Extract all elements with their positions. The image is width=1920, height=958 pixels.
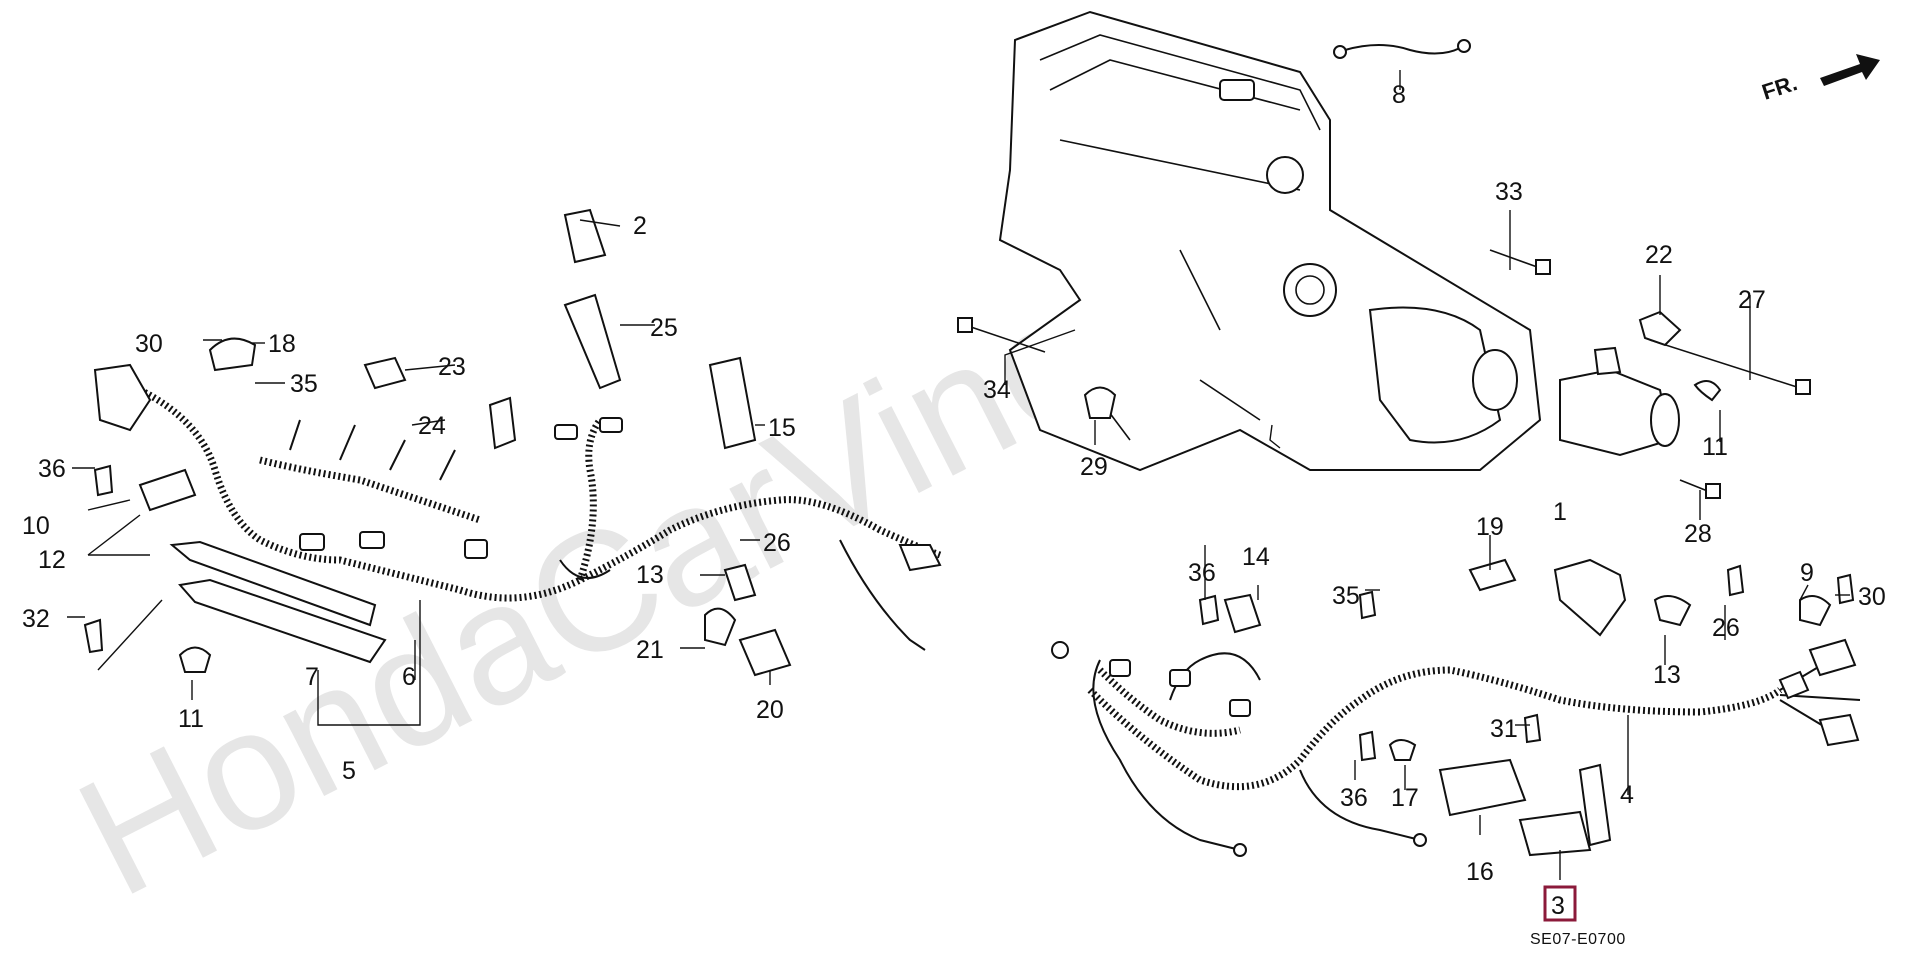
leader-lines xyxy=(67,70,1850,880)
callout-14[interactable]: 14 xyxy=(1242,543,1270,571)
callout-25[interactable]: 25 xyxy=(650,314,678,342)
callout-13-left[interactable]: 13 xyxy=(636,561,664,589)
callout-8[interactable]: 8 xyxy=(1392,81,1406,109)
callout-6[interactable]: 6 xyxy=(402,663,416,691)
callout-24[interactable]: 24 xyxy=(418,412,446,440)
callout-9[interactable]: 9 xyxy=(1800,559,1814,587)
callout-11-right[interactable]: 11 xyxy=(1702,433,1728,461)
callout-28[interactable]: 28 xyxy=(1684,520,1712,548)
callout-4[interactable]: 4 xyxy=(1620,781,1634,809)
callout-23[interactable]: 23 xyxy=(438,353,466,381)
diagram-code: SE07-E0700 xyxy=(1530,931,1626,948)
callout-33[interactable]: 33 xyxy=(1495,178,1523,206)
bolts-right xyxy=(957,249,1811,499)
callout-30-right[interactable]: 30 xyxy=(1858,583,1886,611)
callout-36-mid[interactable]: 36 xyxy=(1188,559,1216,587)
clips-left xyxy=(83,208,792,677)
starter-motor xyxy=(1559,346,1680,457)
callout-31[interactable]: 31 xyxy=(1490,715,1518,743)
callout-12[interactable]: 12 xyxy=(38,546,66,574)
callout-22[interactable]: 22 xyxy=(1645,241,1673,269)
harness-cover xyxy=(169,540,387,664)
right-harness xyxy=(1051,638,1861,857)
callout-36-right[interactable]: 36 xyxy=(1340,784,1368,812)
callout-30-left[interactable]: 30 xyxy=(135,330,163,358)
callout-20[interactable]: 20 xyxy=(756,696,784,724)
callout-2[interactable]: 2 xyxy=(633,212,647,240)
callout-34[interactable]: 34 xyxy=(983,376,1011,404)
left-harness xyxy=(93,363,942,651)
front-direction-indicator: FR. xyxy=(1759,54,1880,105)
callouts: 1 2 3 4 5 6 7 8 9 10 11 11 12 13 13 14 1… xyxy=(22,81,1886,922)
callout-13-right[interactable]: 13 xyxy=(1653,661,1681,689)
callout-18[interactable]: 18 xyxy=(268,330,296,358)
callout-5[interactable]: 5 xyxy=(342,757,356,785)
callout-7[interactable]: 7 xyxy=(305,663,319,691)
callout-21[interactable]: 21 xyxy=(636,636,664,664)
front-label: FR. xyxy=(1759,70,1800,105)
callout-26-right[interactable]: 26 xyxy=(1712,614,1740,642)
callout-3-highlight xyxy=(1543,885,1577,922)
engine-block xyxy=(998,10,1542,472)
callout-29[interactable]: 29 xyxy=(1080,453,1108,481)
callout-16[interactable]: 16 xyxy=(1466,858,1494,886)
callout-26-left[interactable]: 26 xyxy=(763,529,791,557)
callout-10[interactable]: 10 xyxy=(22,512,50,540)
callout-11-left[interactable]: 11 xyxy=(178,705,204,733)
callout-15[interactable]: 15 xyxy=(768,414,796,442)
callout-19[interactable]: 19 xyxy=(1476,513,1504,541)
callout-17[interactable]: 17 xyxy=(1391,784,1419,812)
front-arrow-icon xyxy=(1820,54,1880,86)
callout-36-left[interactable]: 36 xyxy=(38,455,66,483)
callout-35-right[interactable]: 35 xyxy=(1332,582,1360,610)
brackets-lower-right xyxy=(1198,558,1855,857)
callout-27[interactable]: 27 xyxy=(1738,286,1766,314)
callout-3[interactable]: 3 xyxy=(1551,892,1565,920)
brackets-right xyxy=(1083,310,1722,419)
callout-1[interactable]: 1 xyxy=(1553,498,1567,526)
ground-cable xyxy=(1333,39,1471,59)
callout-35-left[interactable]: 35 xyxy=(290,370,318,398)
callout-32[interactable]: 32 xyxy=(22,605,50,633)
